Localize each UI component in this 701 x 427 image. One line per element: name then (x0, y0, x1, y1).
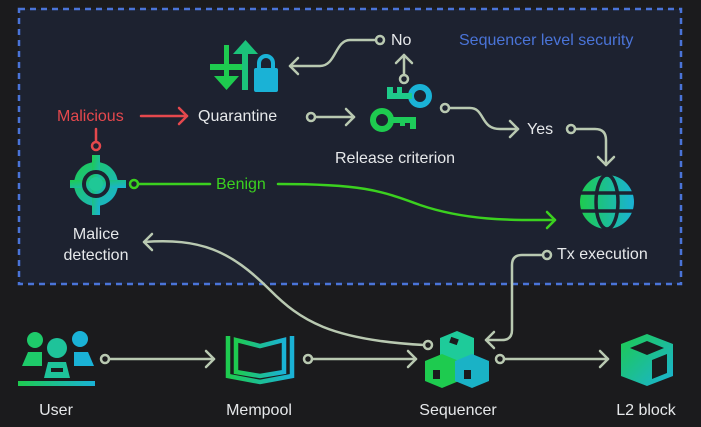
malice-detection-label-line2: detection (63, 246, 129, 264)
arrows-lock-icon (210, 40, 278, 92)
edge-quarantine-release (305, 107, 356, 127)
edge-sequencer-l2block (494, 349, 610, 369)
malice-detection-label-line1: Malice (72, 226, 120, 243)
decision-yes-label: Yes (527, 121, 554, 138)
edge-benign (128, 178, 557, 230)
edge-mempool-sequencer (302, 349, 418, 369)
quarantine-label: Quarantine (198, 108, 278, 125)
keys-icon (370, 84, 432, 132)
security-zone-panel (19, 9, 681, 284)
user-label: User (39, 402, 73, 419)
edge-yes-txexecution (565, 123, 616, 167)
decision-no-label: No (391, 32, 412, 49)
edge-detection-malicious (90, 127, 102, 152)
security-zone-title: Sequencer level security (459, 32, 634, 49)
tx-execution-label: Tx execution (557, 246, 648, 263)
benign-label: Benign (216, 176, 266, 193)
book-icon (225, 336, 295, 385)
sequencer-label: Sequencer (419, 402, 497, 419)
security-zone-border (17, 7, 683, 286)
edge-release-no (394, 53, 414, 85)
users-icon (18, 331, 95, 386)
edge-sequencer-malice-detection (142, 232, 434, 351)
malicious-label: Malicious (57, 108, 124, 125)
mempool-label: Mempool (226, 402, 292, 419)
edge-txexecution-sequencer (484, 249, 553, 350)
release-criterion-label: Release criterion (335, 150, 456, 167)
malice-detection-label: Malice detection (64, 226, 129, 264)
edge-release-yes (439, 102, 520, 139)
edge-malicious-quarantine (139, 106, 189, 126)
globe-icon (580, 173, 634, 231)
cubes-icon (425, 331, 489, 388)
crosshair-icon (70, 155, 126, 215)
edge-user-mempool (99, 349, 216, 369)
cube-icon (621, 334, 673, 386)
edge-no-quarantine (288, 34, 386, 76)
l2-block-label: L2 block (616, 402, 676, 419)
